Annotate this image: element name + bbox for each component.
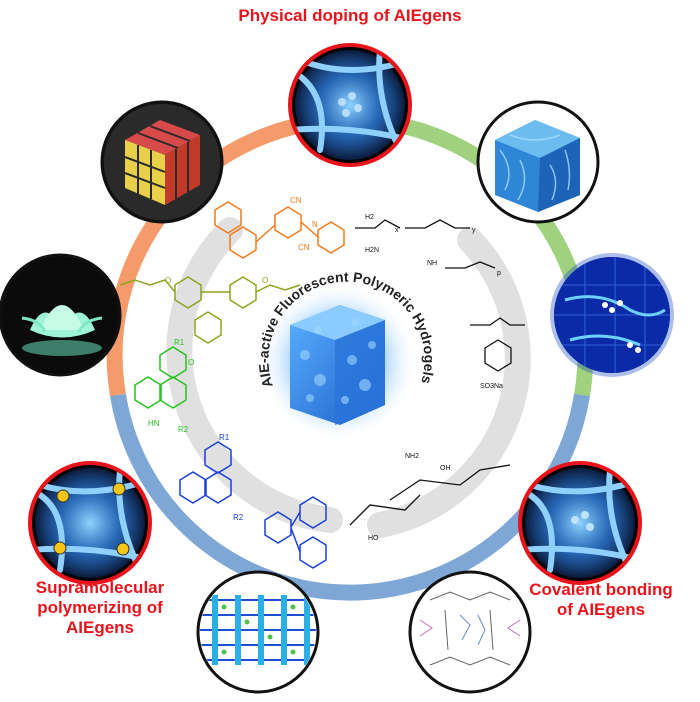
network-glow-photo [550, 253, 674, 377]
physical-doping-image [288, 43, 412, 167]
chem-orange-structure: CN CN N [214, 196, 345, 259]
chem-r1-label-2: R1 [219, 433, 230, 442]
inner-gray-arc [166, 217, 531, 538]
chem-cn-label-2: CN [298, 243, 310, 252]
chem-p-label: p [497, 270, 501, 277]
chem-x-label: x [395, 227, 399, 234]
chem-nh2-label: NH2 [405, 453, 419, 460]
crystal-packing-image [408, 570, 532, 694]
chem-r2-label: R2 [178, 425, 189, 434]
label-covalent-line-2: of AIEgens [556, 600, 646, 619]
lotus-photo [0, 253, 122, 377]
chem-black-structure: H2 x y H2N NH p SO3Na OH NH2 HO [349, 214, 525, 542]
chem-o-label-3: O [188, 358, 194, 367]
label-supramolecular-line-2: polymerizing of [37, 598, 163, 617]
label-covalent-line-1: Covalent bonding [529, 580, 673, 599]
chem-cn-label: CN [290, 196, 302, 205]
chem-nh-label: NH [427, 260, 437, 267]
label-supramolecular: Supramolecular polymerizing of AIEgens [0, 578, 200, 638]
fiber-assembly-image [196, 570, 320, 694]
hydrogel-cube-photo [476, 100, 600, 224]
chem-r2-label-2: R2 [233, 513, 244, 522]
label-supramolecular-line-3: AIEgens [65, 618, 135, 637]
chem-o-label: O [165, 276, 171, 285]
chem-blue-structure: R1 R2 [179, 433, 327, 569]
chem-y-label: y [472, 227, 476, 234]
covalent-image [518, 461, 642, 585]
label-covalent-bonding: Covalent bonding of AIEgens [502, 580, 700, 620]
chem-ho-label: HO [368, 535, 379, 542]
supramolecular-image [28, 461, 152, 585]
rubiks-cube-photo [100, 100, 224, 224]
chem-green-structure: R1 O HN R2 [134, 338, 194, 434]
chem-oh-label: OH [440, 465, 451, 472]
chem-h2-label: H2 [365, 214, 374, 221]
chem-r1-label: R1 [174, 338, 185, 347]
chem-so3na-label: SO3Na [480, 383, 503, 390]
chem-olive-structure: O O [119, 276, 301, 344]
label-physical-doping: Physical doping of AIEgens [238, 6, 462, 25]
center-hydrogel-cube [258, 282, 418, 442]
chem-n-label: N [312, 220, 318, 229]
chem-h2n-label: H2N [365, 247, 379, 254]
label-supramolecular-line-1: Supramolecular [35, 578, 165, 597]
chem-o-label-2: O [262, 276, 268, 285]
chem-hn-label: HN [148, 419, 160, 428]
